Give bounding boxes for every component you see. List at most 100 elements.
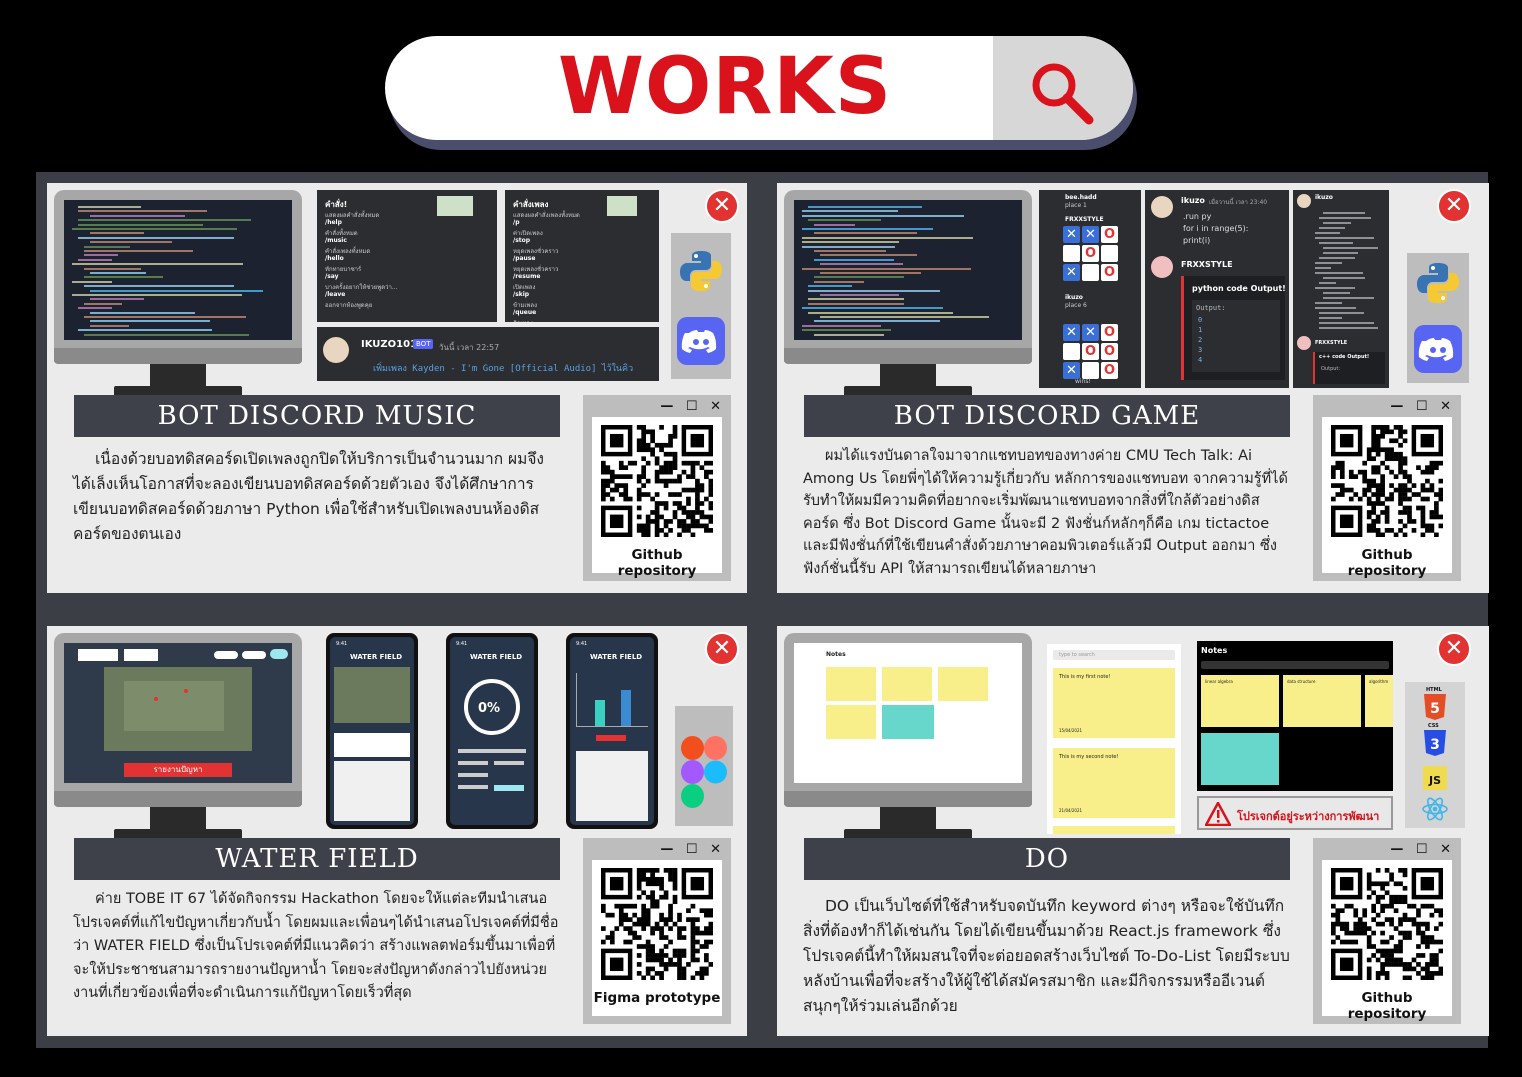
window-controls[interactable]: — ☐ ✕ bbox=[1390, 399, 1455, 414]
note-text: data structure bbox=[1287, 679, 1316, 684]
command-item: ค่าเปิดเพลง bbox=[513, 230, 543, 237]
code-line bbox=[808, 302, 904, 305]
code-line bbox=[1319, 257, 1356, 259]
board-cell: O bbox=[1101, 264, 1118, 281]
html-label: HTML bbox=[1426, 687, 1442, 693]
notes-search[interactable] bbox=[1053, 650, 1175, 660]
code-line bbox=[78, 219, 251, 222]
code-line bbox=[802, 267, 971, 270]
magnifier-icon bbox=[1032, 63, 1094, 125]
code-line bbox=[1315, 267, 1332, 269]
phone-level-screenshot: 9:41 WATER FIELD 0% bbox=[446, 633, 538, 829]
svg-text:3: 3 bbox=[1430, 737, 1440, 753]
discord-icon bbox=[1414, 325, 1462, 373]
close-button[interactable]: ✕ bbox=[1437, 189, 1471, 223]
qr-label: Github repository bbox=[617, 547, 697, 579]
window-controls[interactable]: — ☐ ✕ bbox=[660, 399, 725, 414]
python-icon bbox=[680, 251, 722, 291]
code-line bbox=[78, 307, 112, 310]
code-line bbox=[90, 311, 195, 314]
command-item: /stop bbox=[513, 237, 531, 244]
phone-time: 9:41 bbox=[336, 641, 348, 647]
code-line bbox=[1315, 262, 1342, 264]
note-date: 21/04/2021 bbox=[1059, 808, 1083, 813]
bot-name: FRXXSTYLE bbox=[1065, 216, 1104, 223]
search-bar-field: WORKS bbox=[385, 36, 1133, 140]
close-button[interactable]: ✕ bbox=[705, 189, 739, 223]
qr-code-link[interactable]: Figma prototype bbox=[592, 860, 722, 1016]
command-item: /resume bbox=[513, 273, 541, 280]
tech-icons-panel bbox=[671, 233, 731, 379]
project-description: เนื่องด้วยบอทดิสคอร์ดเปิดเพลงถูกปิดให้บร… bbox=[73, 450, 545, 543]
qr-code-link[interactable]: Github repository bbox=[592, 417, 722, 579]
notes-dark-screenshot: Notes linear algebra data structure algo… bbox=[1197, 641, 1393, 791]
search-button[interactable] bbox=[993, 36, 1133, 140]
board-cell: O bbox=[1101, 324, 1118, 341]
code-line bbox=[84, 245, 130, 248]
code-line bbox=[808, 311, 953, 314]
code-line bbox=[1315, 232, 1340, 234]
page-title: WORKS bbox=[557, 42, 893, 132]
code-line bbox=[814, 333, 884, 336]
map-dashboard-screenshot: รายงานปัญหา bbox=[64, 643, 292, 783]
command-item: /p bbox=[513, 219, 520, 226]
code-line bbox=[1315, 302, 1342, 304]
qr-code-link[interactable]: Github repository bbox=[1322, 417, 1452, 579]
board-cell: ✕ bbox=[1063, 362, 1080, 379]
water-level-percent: 0% bbox=[478, 701, 501, 716]
board-cell: O bbox=[1101, 362, 1118, 379]
board-cell: ✕ bbox=[1063, 264, 1080, 281]
code-line bbox=[820, 294, 899, 296]
project-title: BOT DISCORD MUSIC bbox=[74, 395, 560, 437]
board-cell: ✕ bbox=[1082, 324, 1099, 341]
code-line bbox=[802, 241, 899, 244]
project-card-do: Notes type to search This is my first no… bbox=[777, 626, 1489, 1036]
command-item: เปิดเพลง bbox=[513, 284, 536, 291]
monitor: Notes bbox=[784, 633, 1032, 845]
board-cell: O bbox=[1082, 245, 1099, 262]
output-value: 0 bbox=[1198, 316, 1203, 324]
player-move: place 6 bbox=[1065, 302, 1087, 309]
code-line bbox=[1315, 307, 1357, 309]
code-line bbox=[1323, 247, 1379, 249]
report-card bbox=[334, 733, 410, 757]
close-button[interactable]: ✕ bbox=[1437, 632, 1471, 666]
satellite-map bbox=[104, 667, 252, 751]
close-button[interactable]: ✕ bbox=[705, 632, 739, 666]
notes-mobile-screenshot: type to search This is my first note! 15… bbox=[1047, 644, 1181, 834]
code-line bbox=[814, 250, 887, 252]
note-text: This is my second note! bbox=[1059, 754, 1119, 760]
window-controls[interactable]: — ☐ ✕ bbox=[1390, 842, 1455, 857]
discord-chat-screenshot: IKUZO101 BOT วันนี้ เวลา 22:57 เพิ่มเพลง… bbox=[317, 327, 659, 381]
report-button[interactable]: รายงานปัญหา bbox=[124, 763, 232, 777]
code-line bbox=[90, 232, 145, 235]
command-item: /pause bbox=[513, 255, 536, 262]
code-line-3: print(i) bbox=[1183, 236, 1211, 245]
avatar bbox=[1297, 194, 1311, 208]
board-cell: O bbox=[1101, 343, 1118, 360]
code-line bbox=[808, 298, 904, 301]
code-line bbox=[820, 263, 903, 266]
output-value: 2 bbox=[1198, 336, 1203, 344]
code-line bbox=[1323, 297, 1374, 299]
html5-icon: HTML 5 bbox=[1423, 687, 1447, 720]
code-line bbox=[802, 329, 892, 332]
command-item: คำสั่งเพลงทั้งหมด bbox=[325, 248, 371, 255]
window-controls[interactable]: — ☐ ✕ bbox=[660, 842, 725, 857]
note-text: algorithm bbox=[1369, 679, 1389, 684]
code-line bbox=[84, 316, 247, 318]
code-line bbox=[802, 324, 881, 327]
command-item: หยุดเพลงชั่วคราว bbox=[513, 266, 559, 273]
code-line bbox=[84, 276, 164, 279]
search-pill bbox=[270, 649, 288, 659]
command-item: หยุดเพลงชั่วคราว bbox=[513, 248, 559, 255]
qr-code-link[interactable]: Github repository bbox=[1322, 860, 1452, 1022]
win-text: wins! bbox=[1075, 378, 1091, 385]
code-line bbox=[808, 289, 941, 292]
code-line bbox=[84, 285, 235, 288]
new-note-card bbox=[1201, 733, 1279, 785]
